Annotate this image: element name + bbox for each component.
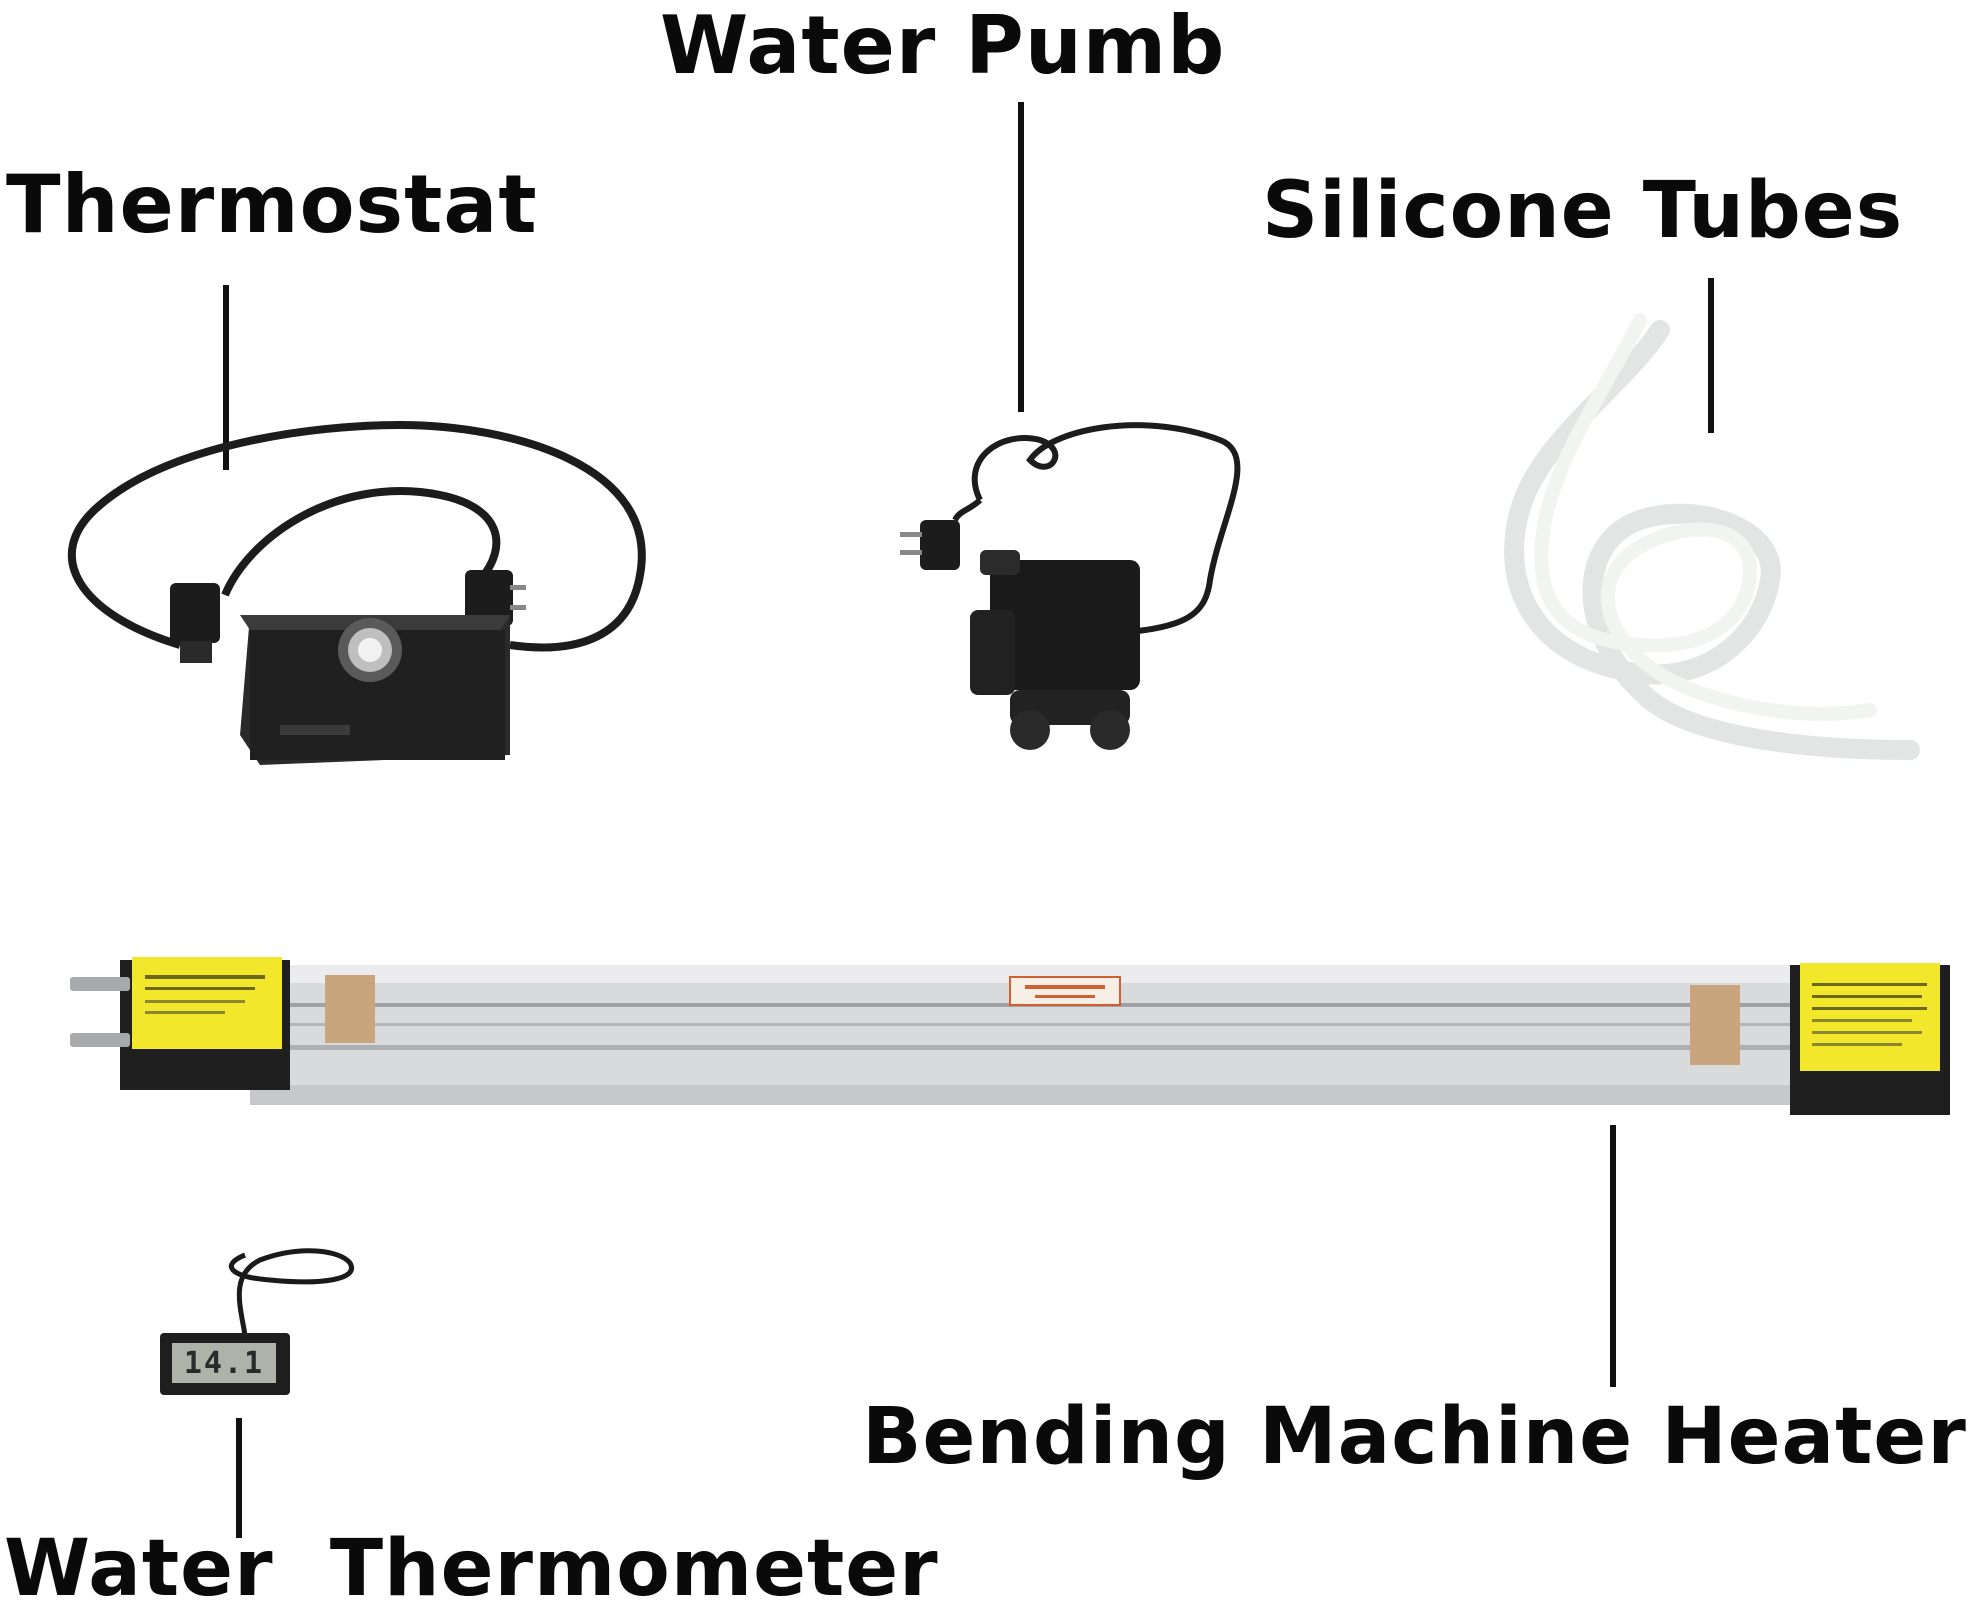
silicone-tube-loop-2 [1534, 313, 1877, 721]
water-thermometer-screen: 14.1 [172, 1343, 276, 1383]
thermostat-leader-line [223, 285, 229, 470]
bending-heater-leader-line [1610, 1125, 1616, 1387]
heater-left-end-cap [120, 957, 290, 1090]
thermostat-label: Thermostat [6, 158, 538, 251]
water-pump-leader-line [1018, 102, 1024, 412]
water-thermometer-leader-line [236, 1418, 242, 1538]
thermostat-socket-plug [170, 583, 220, 663]
thermostat-dial-knob [338, 618, 402, 682]
silicone-tube-loop-1 [1504, 320, 1920, 760]
bending-machine-heater-label: Bending Machine Heater [862, 1392, 1967, 1482]
water-thermometer-reading: 14.1 [183, 1345, 265, 1381]
water-pump-image [900, 422, 1241, 750]
water-pump-label: Water Pumb [660, 0, 1226, 92]
thermostat-power-cord [67, 420, 646, 652]
heater-tape-right [1690, 985, 1740, 1065]
water-pump-body [970, 550, 1140, 750]
thermostat-male-plug [465, 570, 526, 626]
thermostat-box [240, 615, 510, 765]
thermostat-output-cord [221, 487, 501, 597]
silicone-tubes-label: Silicone Tubes [1262, 166, 1904, 256]
heater-water-nozzles [70, 977, 130, 1047]
heater-center-label [1009, 976, 1121, 1006]
water-pump-cord [971, 422, 1241, 638]
water-pump-plug [900, 520, 960, 570]
silicone-tubes-image [1504, 313, 1920, 760]
silicone-tubes-leader-line [1708, 278, 1714, 433]
heater-tape-left [325, 975, 375, 1043]
heater-right-end-cap [1790, 963, 1950, 1115]
water-thermometer-display: 14.1 [160, 1333, 290, 1395]
water-thermometer-label: Water Thermometer [4, 1524, 939, 1614]
water-thermometer-probe-cord [228, 1248, 354, 1336]
water-thermometer: 14.1 [150, 1235, 360, 1395]
thermostat-image [67, 420, 646, 765]
bending-machine-heater-image [70, 957, 1950, 1115]
